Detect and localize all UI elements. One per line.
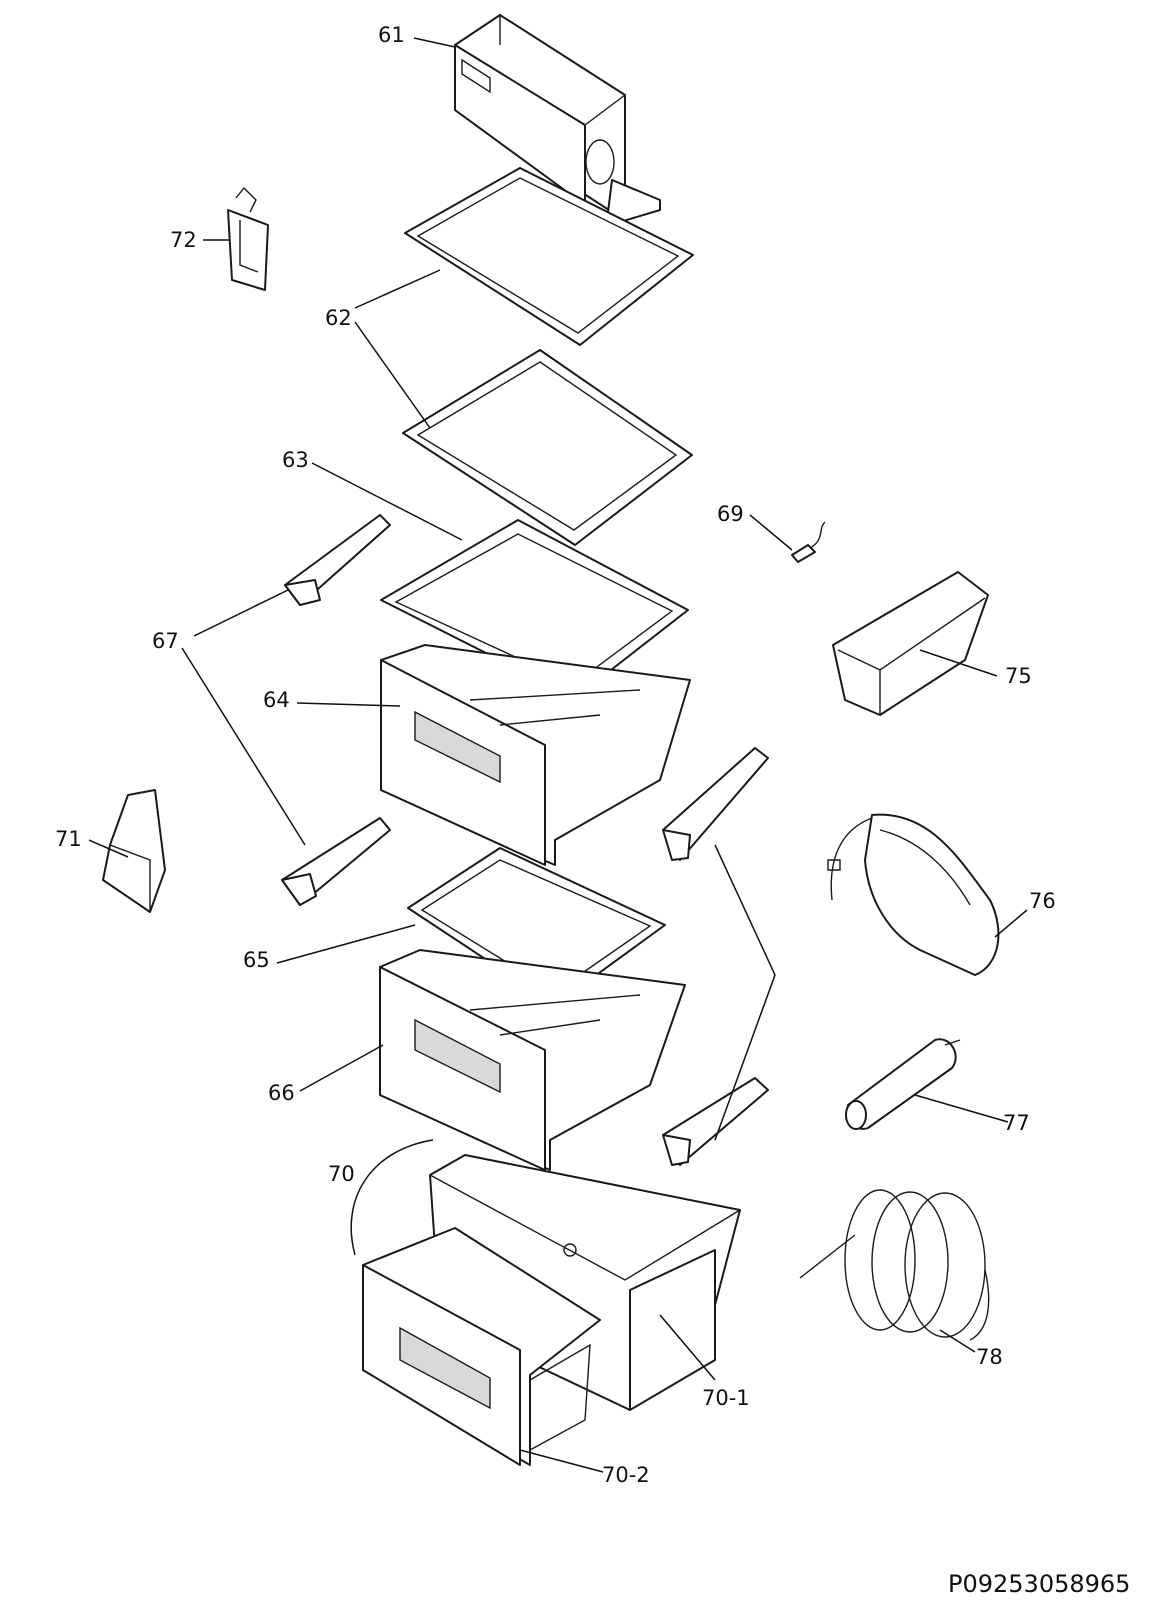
drawing-code: P09253058965: [948, 1570, 1131, 1598]
callout-67: 67: [152, 629, 179, 653]
rail-lower-right: [662, 1077, 769, 1166]
part-67-rail-lower-left: [281, 817, 391, 906]
callout-78: 78: [976, 1345, 1003, 1369]
callout-65: 65: [243, 948, 270, 972]
part-75-door-bin: [832, 571, 989, 716]
callout-66: 66: [268, 1081, 295, 1105]
callout-77: 77: [1003, 1111, 1030, 1135]
part-70-2-basket-drawer: [362, 1227, 601, 1466]
callout-63: 63: [282, 448, 309, 472]
callout-75: 75: [1005, 664, 1032, 688]
part-77-water-filter: [845, 1038, 961, 1130]
part-72-bracket: [227, 186, 269, 291]
callout-64: 64: [263, 688, 290, 712]
callouts: 61 62 63 64 65 66 67 69 70 70-1 70-2 71 …: [55, 23, 1056, 1487]
leader-lines: [88, 37, 1028, 1473]
callout-62: 62: [325, 306, 352, 330]
part-71-dispenser-module: [102, 789, 166, 913]
part-62-glass-shelf-upper: [404, 167, 694, 346]
callout-70-2: 70-2: [602, 1463, 650, 1487]
part-76-water-tank: [827, 813, 1000, 976]
part-69-sensor: [791, 521, 826, 563]
part-64-upper-crisper-drawer: [380, 644, 691, 866]
callout-61: 61: [378, 23, 405, 47]
rail-upper-right: [662, 747, 769, 861]
callout-71: 71: [55, 827, 82, 851]
part-61-control-housing: [454, 14, 661, 223]
callout-72: 72: [170, 228, 197, 252]
callout-76: 76: [1029, 889, 1056, 913]
callout-70-1: 70-1: [702, 1386, 750, 1410]
part-66-lower-crisper-drawer: [379, 949, 686, 1171]
part-78-water-tube: [799, 1189, 990, 1341]
part-62-glass-shelf-lower: [402, 349, 693, 546]
part-67-rail-upper-left: [284, 514, 391, 606]
callout-70: 70: [328, 1162, 355, 1186]
callout-69: 69: [717, 502, 744, 526]
